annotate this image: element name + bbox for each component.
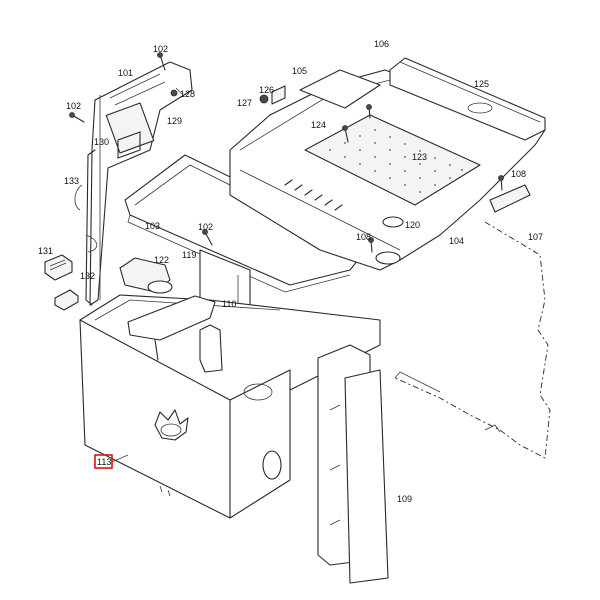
label-106: 106 xyxy=(374,39,389,49)
label-105: 105 xyxy=(292,66,307,76)
label-126: 126 xyxy=(259,85,274,95)
label-109: 109 xyxy=(397,494,412,504)
label-110: 110 xyxy=(222,299,236,309)
bracket-108 xyxy=(489,184,531,213)
leader-lines xyxy=(111,87,183,463)
label-101: 101 xyxy=(118,68,133,78)
label-120: 120 xyxy=(405,220,420,230)
label-129: 129 xyxy=(167,116,182,126)
label-132: 132 xyxy=(80,271,95,281)
label-108: 108 xyxy=(511,169,526,179)
label-102: 102 xyxy=(153,44,168,54)
label-127: 127 xyxy=(237,98,252,108)
top-housing-104 xyxy=(229,69,546,271)
screws xyxy=(69,52,504,253)
side-clip-133 xyxy=(74,184,98,253)
label-128: 128 xyxy=(180,89,195,99)
label-123: 123 xyxy=(412,152,427,162)
front-door-109 xyxy=(317,344,389,584)
highlight-box-113 xyxy=(94,454,113,469)
label-108: 108 xyxy=(356,232,371,242)
label-125: 125 xyxy=(474,79,489,89)
label-102: 102 xyxy=(66,101,81,111)
label-130: 130 xyxy=(94,137,109,147)
label-131: 131 xyxy=(38,246,53,256)
water-tank-113 xyxy=(79,294,381,519)
tank-handle-122 xyxy=(119,257,223,373)
label-103: 103 xyxy=(145,221,160,231)
top-panel-125 xyxy=(389,57,546,141)
label-124: 124 xyxy=(311,120,326,130)
tank-emblem xyxy=(154,409,189,441)
label-102: 102 xyxy=(198,222,213,232)
cover-105 xyxy=(299,69,381,109)
part-labels: 102 101 128 102 129 130 133 131 132 106 … xyxy=(38,39,543,504)
grille-dots-123 xyxy=(329,129,463,193)
label-133: 133 xyxy=(64,176,79,186)
back-panel-101 xyxy=(85,61,193,306)
label-113: 113 xyxy=(97,457,111,467)
label-119: 119 xyxy=(182,250,196,260)
side-frame-107 xyxy=(394,221,551,459)
label-122: 122 xyxy=(154,255,169,265)
clip-132 xyxy=(54,289,79,311)
connector-131 xyxy=(44,254,73,281)
label-107: 107 xyxy=(528,232,543,242)
label-104: 104 xyxy=(449,236,464,246)
